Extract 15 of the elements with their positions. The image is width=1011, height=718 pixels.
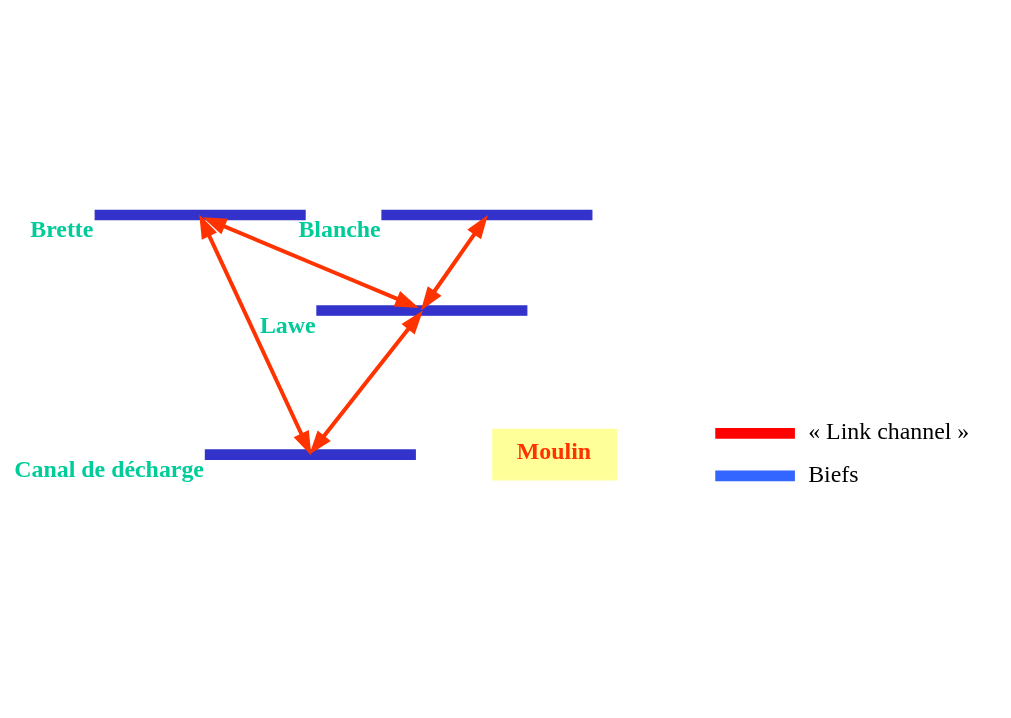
node-label: Canal de décharge bbox=[14, 456, 204, 483]
arrow bbox=[309, 310, 423, 455]
node-bar bbox=[316, 305, 528, 316]
node-box: Moulin bbox=[492, 428, 617, 481]
node-bar bbox=[204, 449, 416, 460]
arrow bbox=[199, 214, 312, 456]
legend-label: « Link channel » bbox=[808, 418, 970, 445]
node-label: Brette bbox=[30, 216, 94, 243]
node-label: Lawe bbox=[259, 311, 316, 338]
node-label: Blanche bbox=[298, 216, 381, 243]
arrow bbox=[202, 217, 419, 308]
arrow bbox=[420, 214, 488, 311]
legend-label: Biefs bbox=[808, 460, 859, 487]
node-bar bbox=[94, 209, 306, 221]
node-bar bbox=[381, 209, 593, 221]
